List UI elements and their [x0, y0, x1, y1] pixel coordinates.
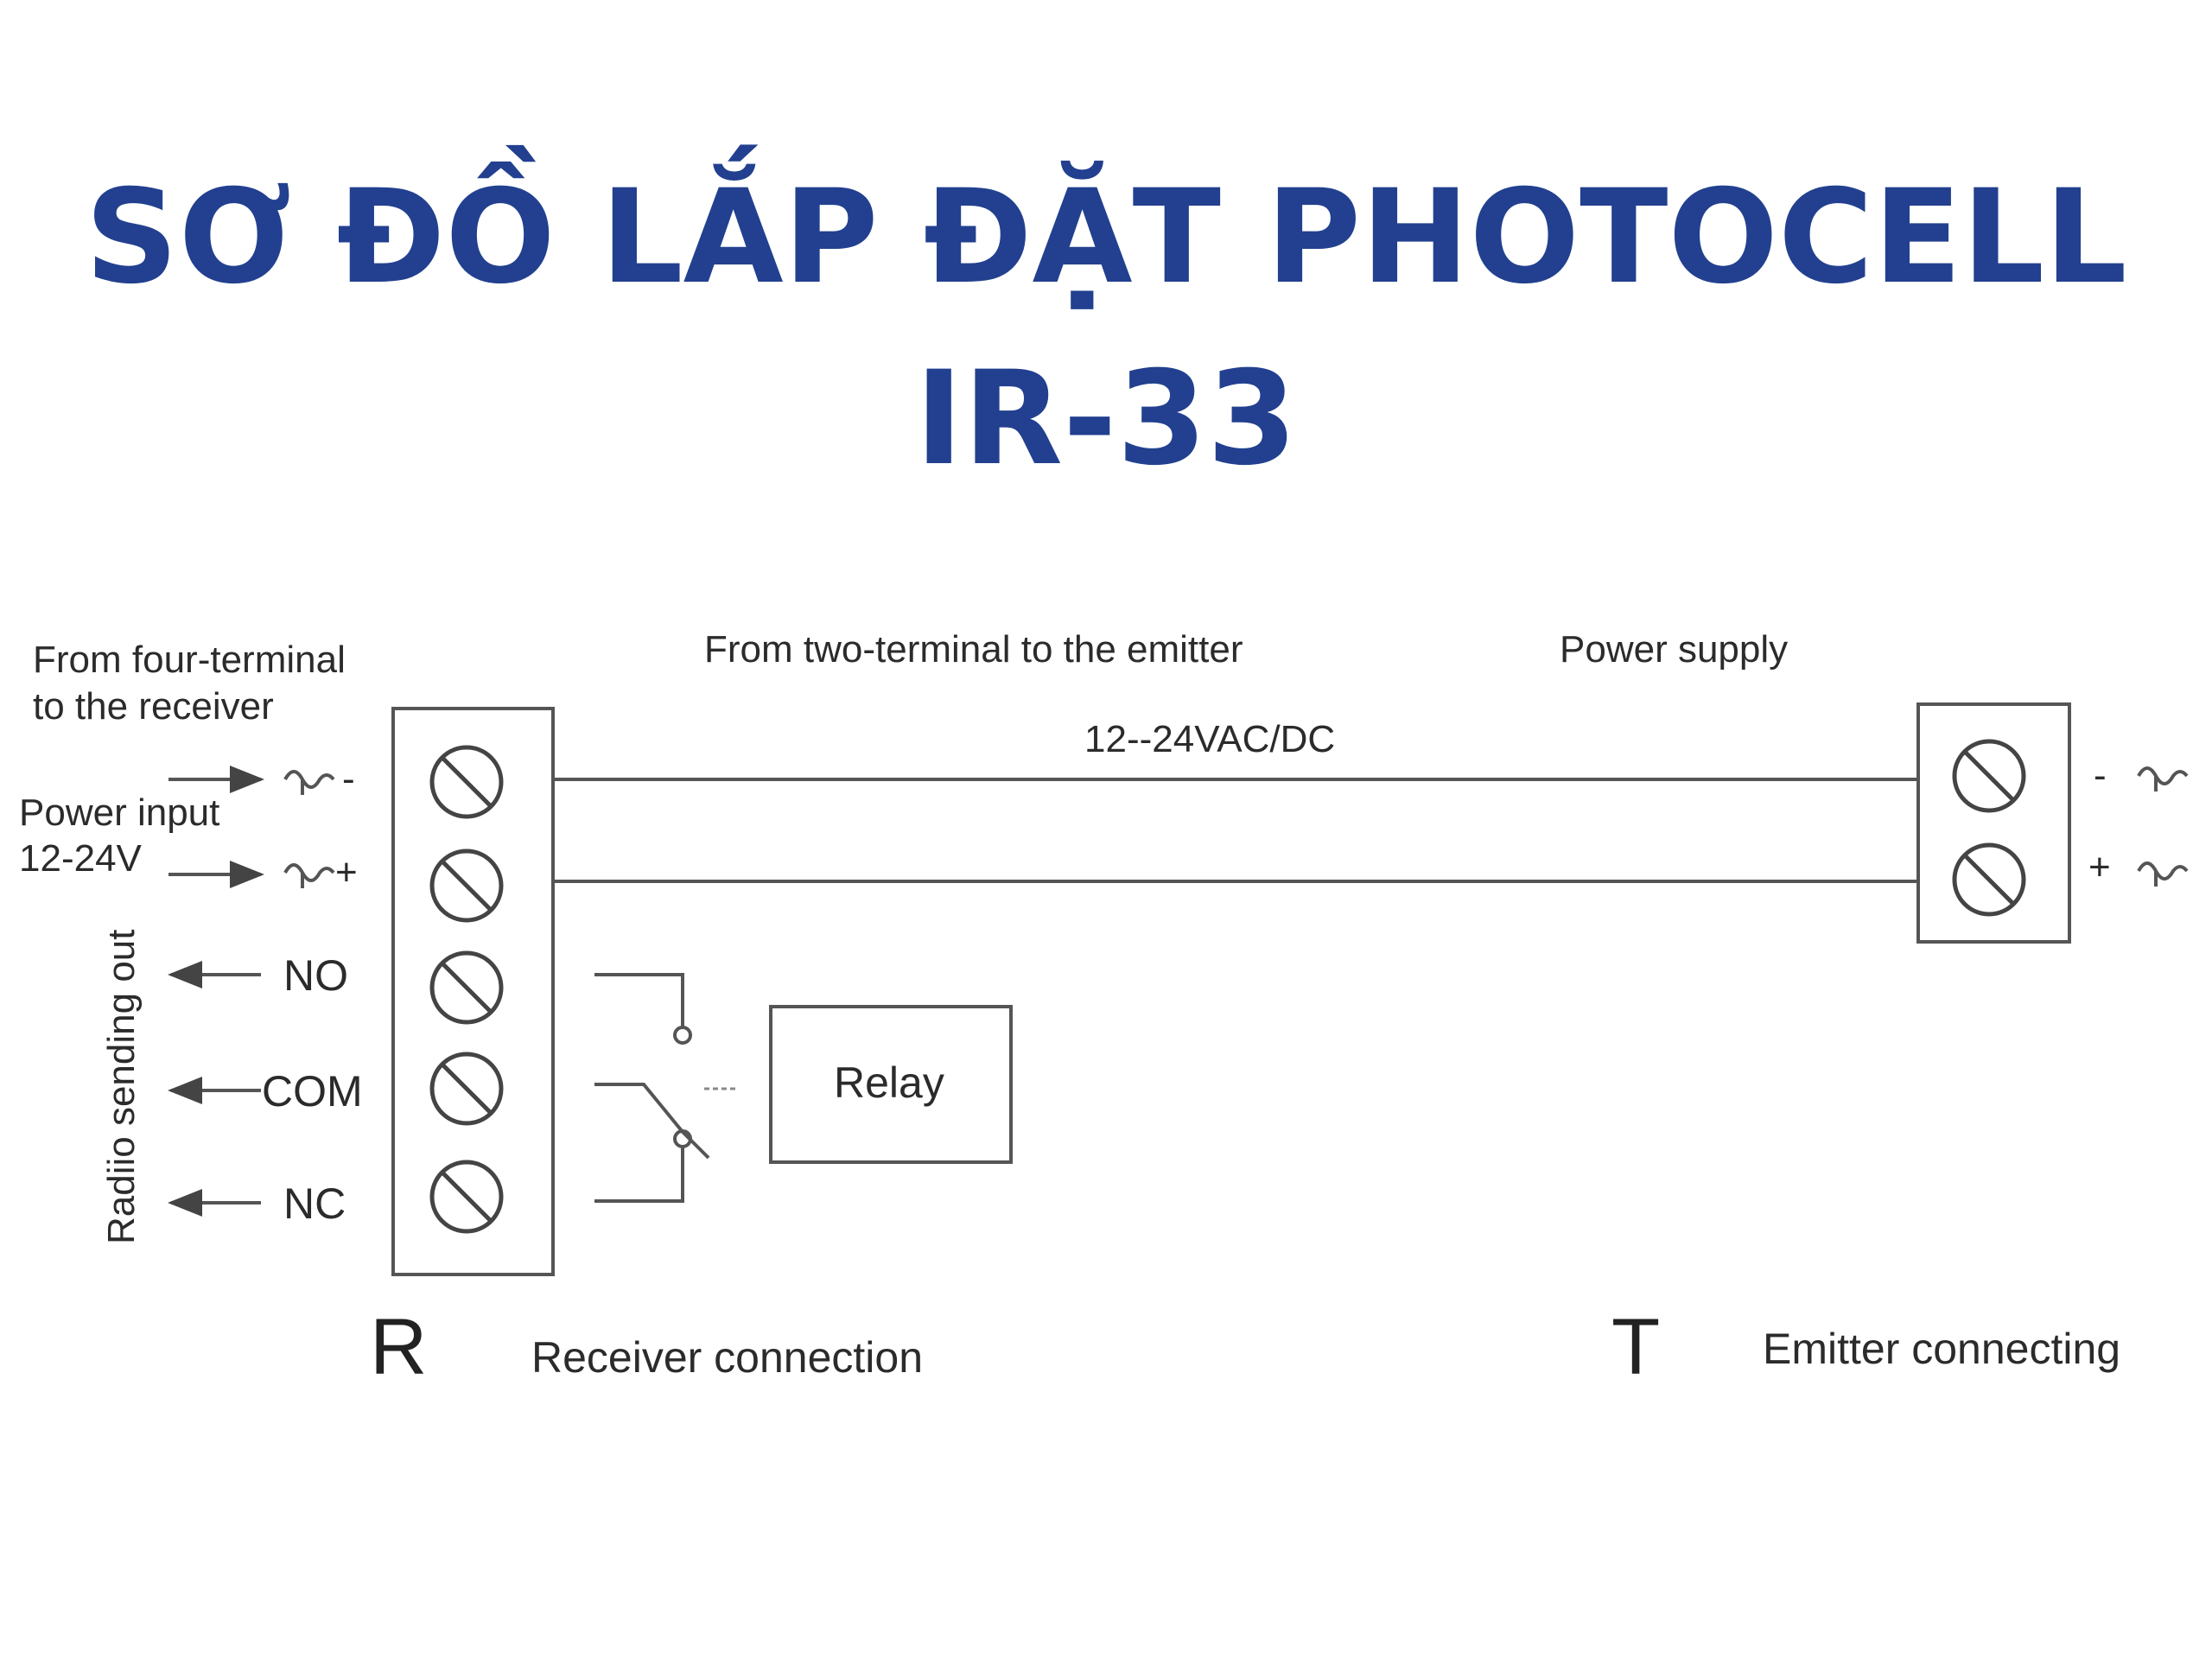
- from-four-terminal-label-2: to the receiver: [33, 685, 274, 728]
- receiver-letter: R: [370, 1303, 427, 1391]
- page-title-line2: IR-33: [914, 344, 1298, 494]
- com-label: COM: [262, 1067, 363, 1116]
- receiver-screw-4: [429, 1052, 504, 1126]
- receiver-connection-label: Receiver connection: [531, 1333, 923, 1382]
- receiver-screw-1: [429, 745, 504, 819]
- relay-contacts: [594, 973, 739, 1203]
- ac-symbol-plus-icon: [283, 863, 335, 888]
- page-title-line1: SƠ ĐỒ LẮP ĐẶT PHOTOCELL: [85, 162, 2127, 313]
- power-input-label-2: 12-24V: [19, 837, 143, 880]
- nc-label: NC: [283, 1179, 346, 1228]
- emitter-connecting-label: Emitter connecting: [1763, 1325, 2120, 1373]
- no-label: NO: [283, 951, 348, 1000]
- receiver-screw-3: [429, 950, 504, 1025]
- ac-symbol-minus-icon: [283, 770, 335, 795]
- receiver-terminal-block: [391, 707, 555, 1276]
- receiver-screw-2: [429, 849, 504, 923]
- ac-plus-sign: +: [335, 851, 358, 893]
- power-supply-label: Power supply: [1560, 628, 1788, 671]
- emitter-ac-minus-icon: [2137, 766, 2189, 791]
- emitter-screw-1: [1952, 739, 2026, 813]
- from-four-terminal-label-1: From four-terminal: [33, 639, 346, 681]
- power-input-label-1: Power input: [19, 791, 219, 834]
- emitter-plus-sign: +: [2088, 846, 2111, 888]
- emitter-screw-2: [1952, 842, 2026, 917]
- emitter-letter: T: [1611, 1303, 1660, 1391]
- emitter-terminal-block: [1916, 702, 2071, 944]
- from-two-terminal-label: From two-terminal to the emitter: [704, 628, 1243, 671]
- ac-minus-sign: -: [342, 758, 355, 800]
- voltage-label: 12--24VAC/DC: [1084, 718, 1335, 760]
- emitter-ac-plus-icon: [2137, 861, 2189, 887]
- emitter-minus-sign: -: [2094, 754, 2107, 797]
- radio-sending-out-label: Radiio sending out: [100, 930, 143, 1244]
- receiver-screw-5: [429, 1160, 504, 1234]
- relay-label: Relay: [834, 1058, 944, 1107]
- relay-box: [769, 1005, 1013, 1164]
